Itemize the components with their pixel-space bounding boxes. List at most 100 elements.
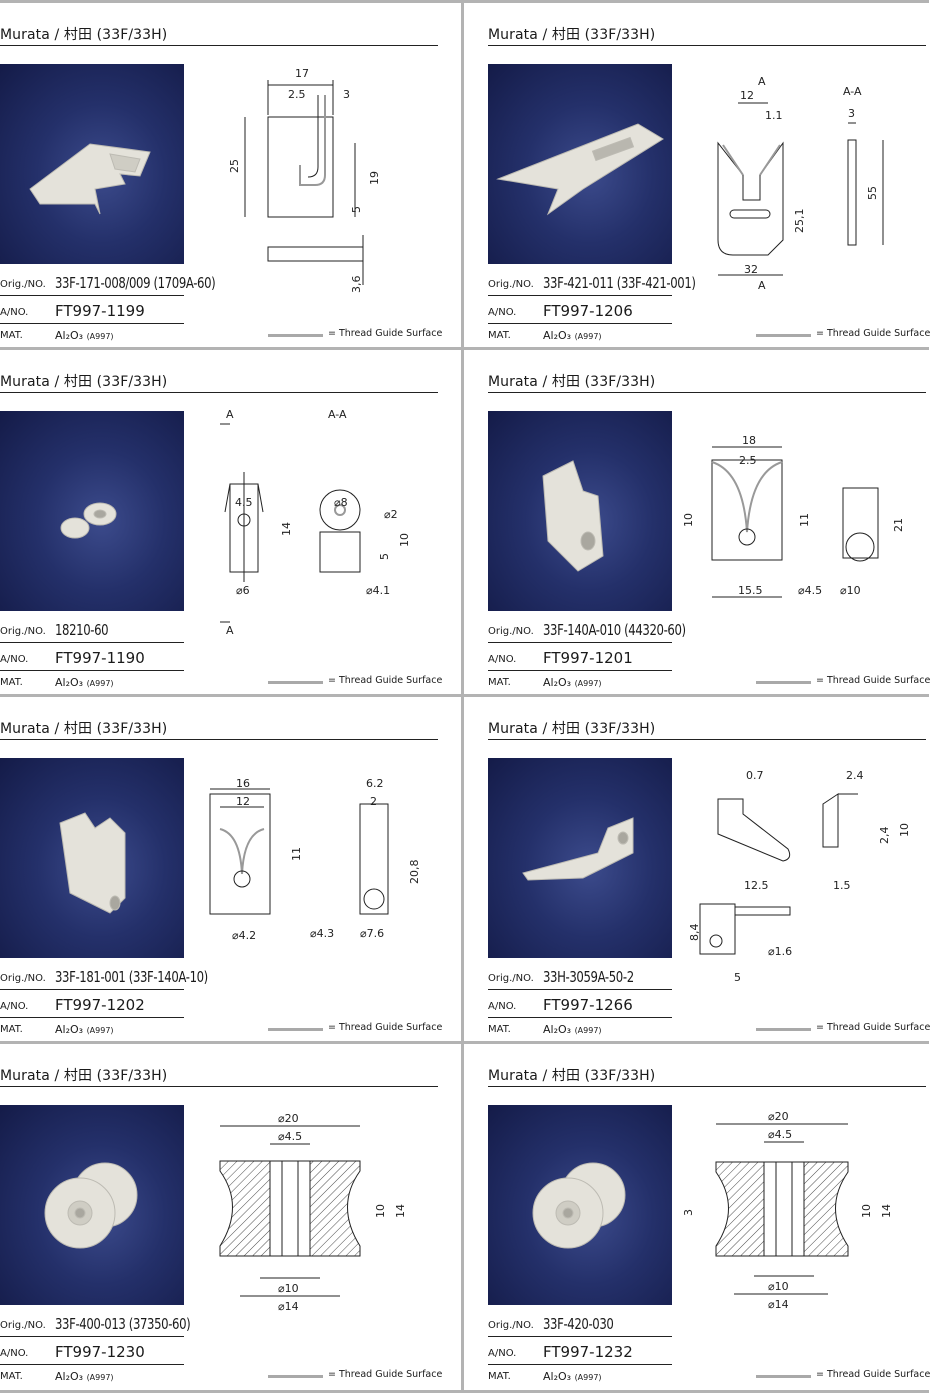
product-photo <box>0 64 184 264</box>
svg-text:⌀6: ⌀6 <box>236 584 250 597</box>
orig-number: 33F-181-001 (33F-140A-10) <box>55 968 208 986</box>
product-photo <box>488 758 672 958</box>
technical-drawing: ⌀20 ⌀4.5 3 10 14 ⌀10 ⌀14 <box>682 1096 928 1346</box>
svg-text:⌀20: ⌀20 <box>278 1112 299 1125</box>
svg-text:10: 10 <box>860 1204 873 1218</box>
svg-text:⌀4.5: ⌀4.5 <box>798 584 822 597</box>
svg-text:⌀10: ⌀10 <box>840 584 861 597</box>
product-photo <box>488 1105 672 1305</box>
svg-text:2: 2 <box>370 795 377 808</box>
product-photo <box>0 758 184 958</box>
svg-text:2.5: 2.5 <box>739 454 757 467</box>
svg-text:2.5: 2.5 <box>288 88 306 101</box>
svg-text:32: 32 <box>744 263 758 276</box>
svg-text:⌀4.2: ⌀4.2 <box>232 929 256 942</box>
thread-guide-legend: = Thread Guide Surface <box>756 1369 930 1383</box>
svg-text:25: 25 <box>228 159 241 173</box>
svg-text:15.5: 15.5 <box>738 584 763 597</box>
product-card: Murata / 村田 (33F/33H) 0.7 2.4 2,4 10 12.… <box>464 697 930 1044</box>
product-card: Murata / 村田 (33F/33H) ⌀20 ⌀4.5 3 10 14 ⌀… <box>464 1044 930 1393</box>
thread-guide-legend: = Thread Guide Surface <box>268 328 442 342</box>
svg-text:2,4: 2,4 <box>878 827 891 845</box>
svg-text:⌀1.6: ⌀1.6 <box>768 945 792 958</box>
svg-text:6.2: 6.2 <box>366 777 384 790</box>
material: Al₂O₃ (A997) <box>55 1023 114 1036</box>
svg-text:16: 16 <box>236 777 250 790</box>
technical-drawing: A 4.5 14 ⌀6 A A-A ⌀8 ⌀2 10 5 ⌀4.1 <box>200 402 440 652</box>
svg-text:4.5: 4.5 <box>235 496 253 509</box>
product-card: Murata / 村田 (33F/33H) ⌀20 ⌀4.5 10 14 ⌀10… <box>0 1044 464 1393</box>
svg-text:⌀14: ⌀14 <box>278 1300 299 1313</box>
svg-text:3: 3 <box>682 1209 695 1216</box>
svg-text:18: 18 <box>742 434 756 447</box>
product-photo <box>488 411 672 611</box>
svg-text:⌀10: ⌀10 <box>768 1280 789 1293</box>
thread-guide-legend: = Thread Guide Surface <box>268 1369 442 1383</box>
technical-drawing: 0.7 2.4 2,4 10 12.5 1.5 8,4 ⌀1.6 5 <box>688 749 928 999</box>
svg-text:⌀4.5: ⌀4.5 <box>768 1128 792 1141</box>
svg-text:12: 12 <box>740 89 754 102</box>
article-number: FT997-1206 <box>543 302 633 320</box>
card-title: Murata / 村田 (33F/33H) <box>0 1062 438 1087</box>
svg-text:14: 14 <box>280 522 293 536</box>
product-card: Murata / 村田 (33F/33H) 17 2.5 3 25 19 5 3… <box>0 3 464 350</box>
svg-text:14: 14 <box>394 1204 407 1218</box>
svg-text:⌀14: ⌀14 <box>768 1298 789 1311</box>
svg-text:5: 5 <box>350 206 363 213</box>
svg-text:25,1: 25,1 <box>793 209 806 234</box>
svg-text:10: 10 <box>374 1204 387 1218</box>
svg-text:3,6: 3,6 <box>350 276 363 294</box>
card-title: Murata / 村田 (33F/33H) <box>0 21 438 46</box>
orig-number: 33F-420-030 <box>543 1315 614 1333</box>
svg-text:11: 11 <box>798 513 811 527</box>
svg-text:2.4: 2.4 <box>846 769 864 782</box>
svg-text:21: 21 <box>892 518 905 532</box>
technical-drawing: 17 2.5 3 25 19 5 3,6 <box>200 55 440 305</box>
svg-text:⌀8: ⌀8 <box>334 496 348 509</box>
svg-text:12: 12 <box>236 795 250 808</box>
svg-text:10: 10 <box>398 533 411 547</box>
article-number: FT997-1230 <box>55 1343 145 1361</box>
svg-text:14: 14 <box>880 1204 893 1218</box>
svg-text:A: A <box>758 75 766 88</box>
svg-text:11: 11 <box>290 847 303 861</box>
svg-text:⌀10: ⌀10 <box>278 1282 299 1295</box>
product-photo <box>0 411 184 611</box>
article-number: FT997-1202 <box>55 996 145 1014</box>
article-number: FT997-1190 <box>55 649 145 667</box>
svg-text:20,8: 20,8 <box>408 860 421 885</box>
svg-text:⌀4.1: ⌀4.1 <box>366 584 390 597</box>
svg-text:⌀4.5: ⌀4.5 <box>278 1130 302 1143</box>
thread-guide-legend: = Thread Guide Surface <box>756 1022 930 1036</box>
svg-text:10: 10 <box>682 513 695 527</box>
svg-text:A-A: A-A <box>843 85 862 98</box>
product-photo <box>488 64 672 264</box>
svg-text:12.5: 12.5 <box>744 879 769 892</box>
svg-text:1.1: 1.1 <box>765 109 783 122</box>
svg-text:3: 3 <box>343 88 350 101</box>
svg-text:3: 3 <box>848 107 855 120</box>
orig-number: 33F-400-013 (37350-60) <box>55 1315 191 1333</box>
material: Al₂O₃ (A997) <box>55 1370 114 1383</box>
svg-text:⌀2: ⌀2 <box>384 508 398 521</box>
svg-text:5: 5 <box>734 971 741 984</box>
orig-number: 33H-3059A-50-2 <box>543 968 634 986</box>
svg-text:8,4: 8,4 <box>688 924 701 942</box>
svg-text:1.5: 1.5 <box>833 879 851 892</box>
technical-drawing: 16 12 11 ⌀4.2 6.2 2 20,8 ⌀4.3 ⌀7.6 <box>200 749 440 999</box>
svg-text:⌀20: ⌀20 <box>768 1110 789 1123</box>
technical-drawing: 18 2.5 10 11 15.5 ⌀4.5 ⌀10 21 <box>682 402 928 652</box>
card-title: Murata / 村田 (33F/33H) <box>488 1062 926 1087</box>
svg-text:0.7: 0.7 <box>746 769 764 782</box>
svg-text:A: A <box>226 408 234 421</box>
article-number: FT997-1266 <box>543 996 633 1014</box>
svg-text:A: A <box>758 279 766 292</box>
product-photo <box>0 1105 184 1305</box>
article-number: FT997-1199 <box>55 302 145 320</box>
technical-drawing: A 12 1.1 25,1 32 A A-A 3 55 <box>688 55 928 305</box>
material: Al₂O₃ (A997) <box>543 1023 602 1036</box>
thread-guide-legend: = Thread Guide Surface <box>268 675 442 689</box>
svg-text:19: 19 <box>368 171 381 185</box>
svg-text:⌀4.3: ⌀4.3 <box>310 927 334 940</box>
